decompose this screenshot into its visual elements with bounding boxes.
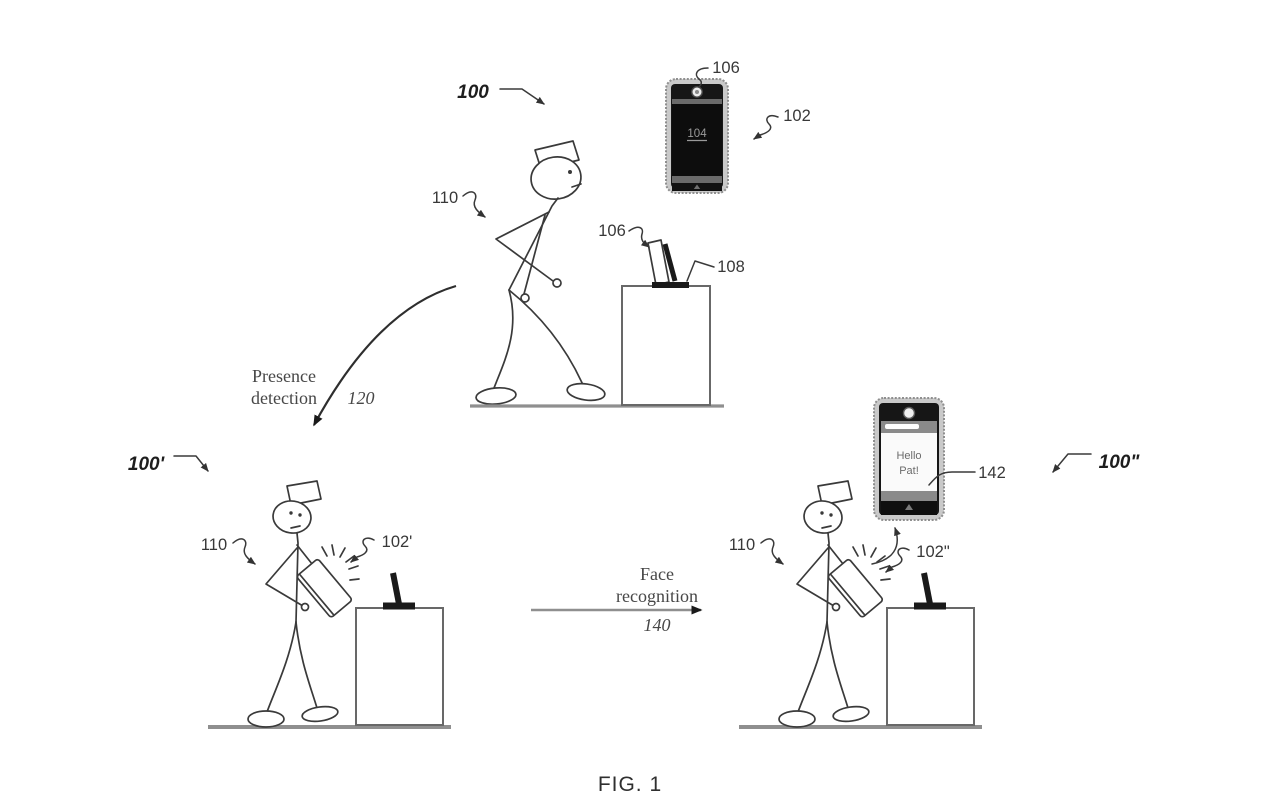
leader-device-greeting bbox=[885, 547, 910, 573]
leader-system-presence bbox=[173, 455, 209, 472]
presence-label-line2: detection bbox=[251, 388, 317, 408]
presence-label-line1: Presence bbox=[252, 366, 316, 386]
eye bbox=[568, 170, 572, 174]
greeting-line2: Pat! bbox=[899, 465, 919, 477]
camera-icon bbox=[902, 406, 916, 420]
hand bbox=[552, 278, 562, 288]
person-walking bbox=[475, 140, 606, 406]
ref-device-presence: 102' bbox=[382, 533, 413, 551]
leader-user-top bbox=[462, 191, 486, 218]
scene-presence-graphic bbox=[208, 481, 451, 727]
ref-system-presence: 100' bbox=[128, 454, 166, 475]
speaker-strip bbox=[672, 99, 722, 104]
scene-presence: 100' 110 102' bbox=[128, 454, 451, 727]
ref-device: 102 bbox=[783, 107, 811, 125]
leg-back bbox=[493, 289, 514, 389]
home-icon bbox=[693, 184, 701, 189]
greeting-screen bbox=[881, 433, 937, 491]
leader-device-presence bbox=[350, 537, 375, 563]
ref-system-initial: 100 bbox=[457, 82, 489, 103]
mouth bbox=[571, 183, 582, 188]
leader-camera-docked bbox=[628, 226, 650, 248]
figure-caption: FIG. 1 bbox=[598, 773, 662, 796]
ref-camera-top: 106 bbox=[712, 59, 740, 77]
greeting-line1: Hello bbox=[896, 450, 921, 462]
ref-user-left: 110 bbox=[201, 536, 227, 554]
ref-user-right: 110 bbox=[729, 536, 755, 554]
leader-system-greeting bbox=[1052, 453, 1092, 473]
face-label-line2: recognition bbox=[616, 586, 698, 606]
camera-lens bbox=[695, 90, 699, 94]
ref-display-content: 104 bbox=[687, 128, 707, 140]
ref-user-top: 110 bbox=[432, 189, 458, 207]
hand bbox=[520, 293, 530, 303]
leader-user-left bbox=[232, 538, 256, 565]
status-pill bbox=[885, 424, 919, 429]
leader-greeting-content bbox=[928, 471, 976, 486]
device-to-callout-arrow bbox=[871, 527, 901, 565]
arm-back bbox=[495, 211, 554, 282]
ref-greeting-content: 142 bbox=[978, 464, 1006, 482]
face-label-line1: Face bbox=[640, 564, 674, 584]
transition-face-recognition: Face recognition 140 bbox=[531, 564, 703, 635]
ref-device-greeting: 102" bbox=[916, 543, 950, 561]
leg-front bbox=[508, 289, 584, 386]
leader-user-right bbox=[760, 538, 784, 565]
home-icon bbox=[905, 504, 913, 510]
torso bbox=[508, 197, 559, 291]
ref-system-greeting: 100" bbox=[1099, 452, 1141, 473]
device-callout-asleep: 104 bbox=[665, 78, 729, 194]
table bbox=[621, 285, 711, 406]
ref-presence: 120 bbox=[348, 388, 375, 408]
presence-arrow bbox=[313, 284, 457, 427]
leader-system-initial bbox=[499, 88, 545, 105]
ref-face: 140 bbox=[644, 615, 671, 635]
foot bbox=[475, 386, 517, 406]
ref-table: 108 bbox=[717, 258, 745, 276]
transition-presence-detection: Presence detection 120 bbox=[251, 284, 457, 427]
scene-greeting: 100" 110 102" Hello Pat! 142 bbox=[729, 397, 1141, 727]
leader-camera-top bbox=[695, 67, 709, 88]
foot bbox=[566, 382, 606, 402]
head bbox=[530, 156, 582, 200]
ref-camera-docked: 106 bbox=[598, 222, 626, 240]
hatch-strip bbox=[672, 176, 722, 183]
arm-front bbox=[523, 214, 546, 295]
hatch-strip bbox=[881, 491, 937, 501]
scene-initial: 100 110 106 108 bbox=[432, 59, 811, 408]
docked-device bbox=[647, 239, 689, 288]
leader-device bbox=[753, 114, 779, 140]
leader-table bbox=[686, 260, 715, 282]
device-callout-greeting: Hello Pat! bbox=[873, 397, 945, 521]
scene-greeting-graphic bbox=[739, 481, 982, 727]
